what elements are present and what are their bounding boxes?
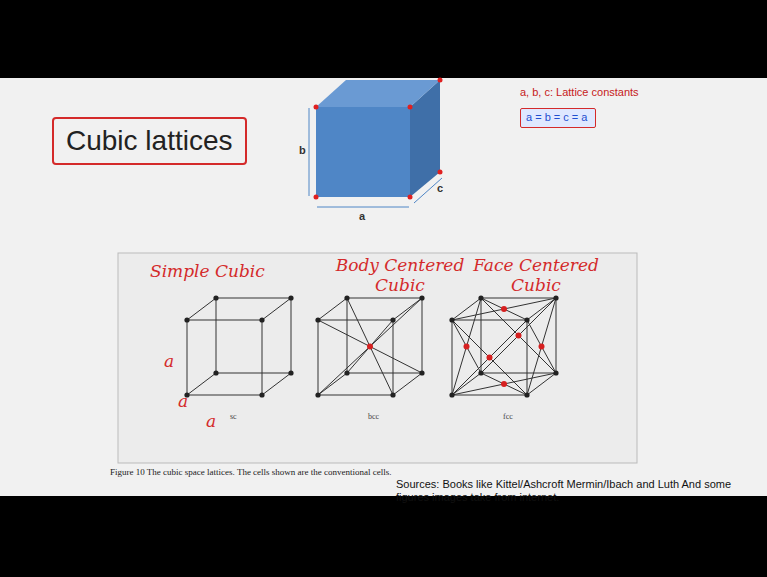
handwritten-dimension: a (206, 412, 216, 432)
source-note: Sources: Books like Kittel/Ashcroft Merm… (396, 478, 756, 503)
cell-edge (481, 373, 556, 374)
cell-edge (291, 298, 292, 373)
lattice-point (213, 370, 218, 375)
lattice-point (259, 317, 264, 322)
handwritten-dimension: a (178, 392, 188, 412)
cell-edge (318, 320, 319, 395)
lattice-point (419, 295, 424, 300)
center-point (501, 381, 507, 387)
cell-edge (216, 298, 217, 373)
cell-edge (452, 320, 481, 373)
dimension-label: a (359, 210, 365, 223)
lattice-point (478, 370, 483, 375)
dimension-label: b (299, 144, 306, 157)
cell-edge (262, 298, 291, 320)
center-point (464, 344, 470, 350)
lattice-point (213, 295, 218, 300)
cell-edge (452, 320, 527, 321)
lattice-point (288, 295, 293, 300)
cell-edge (481, 298, 556, 299)
figure-caption: Figure 10 The cubic space lattices. The … (110, 467, 392, 477)
center-point (367, 344, 373, 350)
cell-edge (527, 320, 528, 395)
cell-edge (422, 298, 423, 373)
lattice-cubes (184, 295, 558, 397)
node-text: Cubic lattices (66, 125, 233, 157)
handwritten-heading: Body Centered Cubic (330, 256, 470, 295)
cell-edge (187, 395, 262, 396)
lattice-point (344, 295, 349, 300)
lattice-tag: bcc (368, 412, 379, 421)
cell-edge (347, 373, 422, 374)
lattice-tag: sc (230, 412, 237, 421)
cell-edge (481, 373, 527, 395)
cell-edge (452, 298, 556, 320)
lattice-point (449, 317, 454, 322)
node-text: a = b = c = a (526, 111, 590, 123)
scanned-figure (118, 253, 637, 463)
cell-edge (187, 320, 188, 395)
cell-edge (452, 395, 527, 396)
cell-edge (318, 298, 422, 395)
cube-cell (315, 295, 424, 397)
cell-edge (187, 373, 216, 395)
definition-note: a, b, c: Lattice constants (520, 86, 639, 99)
cell-edge (527, 320, 556, 373)
cube-cell (449, 295, 558, 397)
lattice-tag: fcc (503, 412, 513, 421)
center-point (539, 344, 545, 350)
cell-edge (556, 298, 557, 373)
center-point (501, 306, 507, 312)
cell-edge (481, 298, 527, 320)
lattice-point (344, 370, 349, 375)
center-point (516, 333, 522, 339)
cell-edge (187, 320, 262, 321)
cell-edge (347, 298, 422, 299)
center-point (487, 355, 493, 361)
cell-edge (216, 298, 291, 299)
blue-cube (309, 78, 443, 208)
dimension-label: c (437, 182, 443, 195)
cell-edge (481, 298, 482, 373)
cell-edge (318, 320, 422, 373)
lattice-point (315, 317, 320, 322)
cell-edge (393, 373, 422, 395)
cell-edge (216, 373, 291, 374)
lattice-point (419, 370, 424, 375)
cell-edge (318, 373, 347, 395)
equal-box: a = b = c = a (520, 108, 596, 128)
lattice-point (259, 392, 264, 397)
lattice-point (553, 370, 558, 375)
cell-edge (452, 373, 556, 395)
cell-edge (262, 373, 291, 395)
lattice-point (288, 370, 293, 375)
lattice-point (449, 392, 454, 397)
cell-edge (347, 298, 393, 395)
cell-edge (452, 298, 481, 395)
cell-edge (452, 320, 453, 395)
cell-edge (527, 298, 556, 395)
lattice-point (524, 392, 529, 397)
title-box: Cubic lattices (52, 117, 247, 165)
cube-cell (184, 295, 293, 397)
lattice-point (390, 317, 395, 322)
lattice-point (524, 317, 529, 322)
handwritten-heading: Simple Cubic (150, 262, 265, 282)
handwritten-dimension: a (164, 352, 174, 372)
handwritten-heading: Face Centered Cubic (466, 256, 606, 295)
lattice-point (390, 392, 395, 397)
cell-edge (318, 395, 393, 396)
cell-edge (393, 298, 422, 320)
cell-edge (318, 298, 347, 320)
lattice-point (315, 392, 320, 397)
lattice-point (184, 317, 189, 322)
cell-edge (187, 298, 216, 320)
slide-ground (0, 78, 767, 496)
cell-edge (347, 320, 393, 373)
cell-edge (318, 320, 393, 321)
cell-edge (262, 320, 263, 395)
lattice-point (553, 295, 558, 300)
lattice-point (478, 295, 483, 300)
